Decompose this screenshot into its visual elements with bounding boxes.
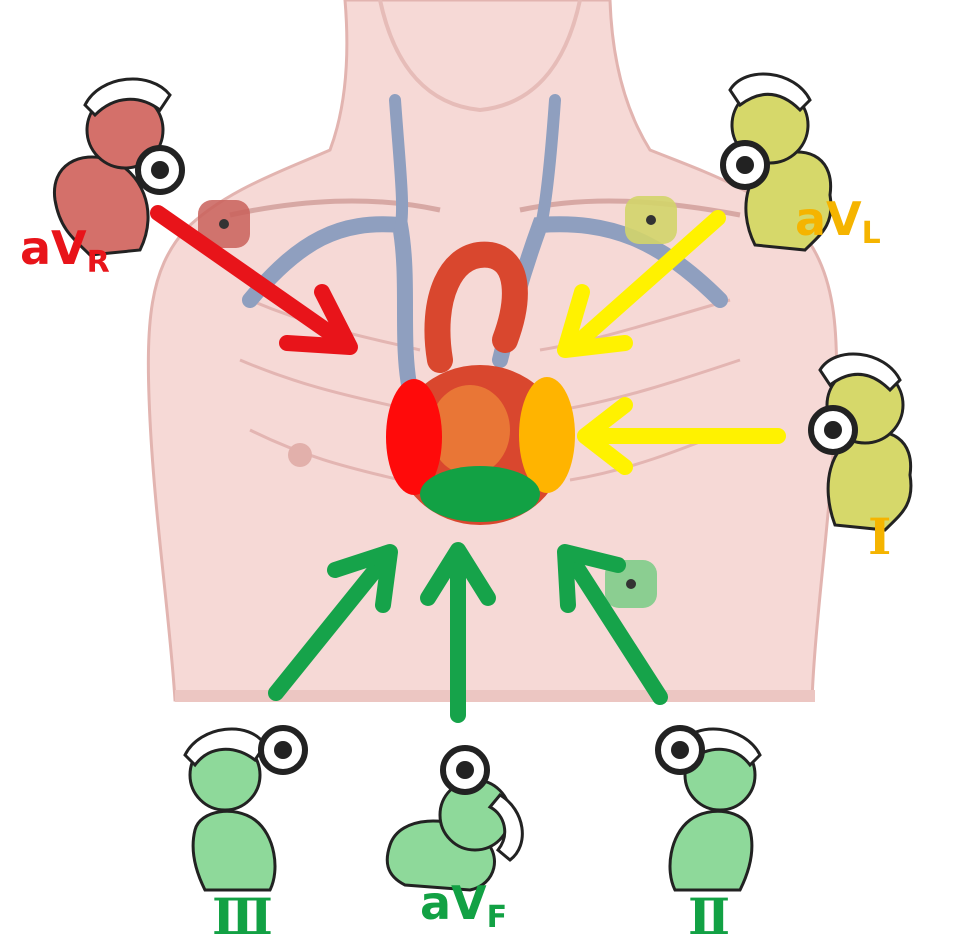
nurse-avf-icon — [387, 748, 522, 890]
label-avl: aVL — [795, 196, 881, 249]
heart-highlight — [430, 385, 510, 475]
left-region — [519, 377, 575, 493]
label-avr-main: aV — [20, 221, 87, 275]
nurse-lead2-icon — [658, 728, 760, 890]
nurse-lead3-icon — [185, 728, 305, 890]
label-avf: aVF — [420, 880, 507, 933]
label-lead3-text: Ⅲ — [212, 887, 273, 946]
label-lead1: Ⅰ — [868, 512, 891, 562]
nipple — [288, 443, 312, 467]
label-avr-sub: R — [87, 245, 110, 280]
electrode-avl — [625, 196, 677, 244]
label-avf-sub: F — [487, 900, 508, 935]
label-lead2-text: Ⅱ — [688, 887, 730, 946]
label-lead2: Ⅱ — [688, 892, 730, 942]
vein-neck-left — [395, 100, 402, 230]
label-lead1-text: Ⅰ — [868, 507, 891, 566]
label-avf-main: aV — [420, 876, 487, 930]
label-lead3: Ⅲ — [212, 892, 273, 942]
inferior-region — [420, 466, 540, 522]
label-avl-main: aV — [795, 192, 862, 246]
label-avl-sub: L — [862, 216, 881, 251]
label-avr: aVR — [20, 225, 110, 278]
